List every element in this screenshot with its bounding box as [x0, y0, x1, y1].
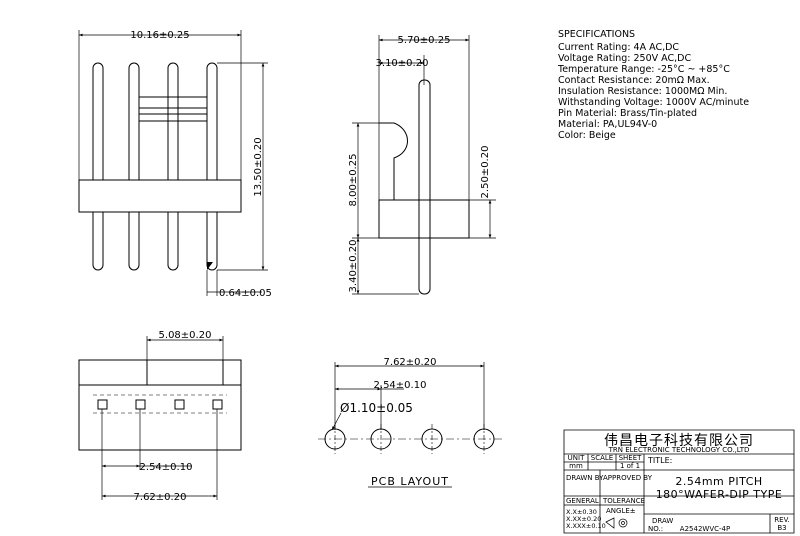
general-label: GENERAL	[566, 497, 599, 505]
pcb-layout	[318, 362, 503, 487]
draw-label: DRAW	[652, 517, 673, 525]
front-view	[79, 30, 268, 296]
rev-label: REV.	[774, 516, 789, 524]
tolerance-x: X.X±0.30	[566, 508, 597, 516]
spec-line: Material: PA,UL94V-0	[558, 119, 657, 130]
sheet-value: 1 of 1	[620, 462, 640, 470]
pcb-span-dim: 7.62±0.20	[384, 357, 437, 368]
pcb-hole-dim: Ø1.10±0.05	[340, 401, 413, 415]
spec-line: Pin Material: Brass/Tin-plated	[558, 108, 697, 119]
rev-value: B3	[777, 524, 786, 532]
angle-label: ANGLE±	[606, 507, 636, 515]
front-height-dim: 13.50±0.20	[253, 137, 264, 196]
spec-line: Voltage Rating: 250V AC,DC	[558, 53, 691, 64]
specifications: SPECIFICATIONS Current Rating: 4A AC,DC …	[557, 29, 749, 141]
title-line-2: 180°WAFER-DIP TYPE	[656, 488, 783, 501]
front-width-dim: 10.16±0.25	[130, 30, 189, 41]
sheet-label: SHEET	[619, 454, 643, 462]
tolerance-label: TOLERANCE	[602, 497, 645, 505]
scale-label: SCALE	[591, 454, 613, 462]
drawing-number: A2542WVC-4P	[680, 525, 730, 533]
top-span-dim: 7.62±0.20	[134, 492, 187, 503]
spec-line: Current Rating: 4A AC,DC	[558, 42, 679, 53]
title-label: TITLE:	[647, 456, 672, 465]
spec-line: Temperature Range: -25°C ~ +85°C	[557, 64, 730, 75]
drawn-by-label: DRAWN BY	[566, 474, 604, 482]
spec-heading: SPECIFICATIONS	[558, 29, 635, 40]
top-view	[79, 336, 241, 500]
top-lock-dim: 5.08±0.20	[159, 330, 212, 341]
side-offset-dim: 3.10±0.20	[376, 58, 429, 69]
title-line-1: 2.54mm PITCH	[675, 475, 762, 488]
tolerance-xxx: X.XXX±0.10	[566, 522, 606, 530]
front-pin-dim: 0.64±0.05	[219, 288, 272, 299]
company-name-cn: 伟昌电子科技有限公司	[604, 433, 754, 449]
company-name-en: TRN ELECTRONIC TECHNOLOGY CO.,LTD	[608, 446, 750, 454]
tolerance-xx: X.XX±0.20	[566, 515, 601, 523]
pcb-layout-label: PCB LAYOUT	[371, 475, 449, 488]
title-block	[564, 430, 794, 533]
spec-line: Withstanding Voltage: 1000V AC/minute	[558, 97, 749, 108]
unit-value: mm	[569, 462, 583, 470]
spec-line: Color: Beige	[558, 130, 616, 141]
side-tail-dim: 3.40±0.20	[348, 240, 359, 293]
side-body-height-dim: 8.00±0.25	[348, 154, 359, 207]
side-view	[352, 35, 496, 294]
side-base-dim: 2.50±0.20	[480, 146, 491, 199]
approved-by-label: APPROVED BY	[603, 474, 653, 482]
no-label: NO.:	[648, 525, 663, 533]
spec-line: Contact Resistance: 20mΩ Max.	[558, 75, 710, 86]
side-depth-dim: 5.70±0.25	[398, 35, 451, 46]
spec-line: Insulation Resistance: 1000MΩ Min.	[558, 86, 727, 97]
pcb-pitch-dim: 2.54±0.10	[374, 380, 427, 391]
unit-label: UNIT	[568, 454, 585, 462]
top-pitch-dim: 2.54±0.10	[140, 462, 193, 473]
